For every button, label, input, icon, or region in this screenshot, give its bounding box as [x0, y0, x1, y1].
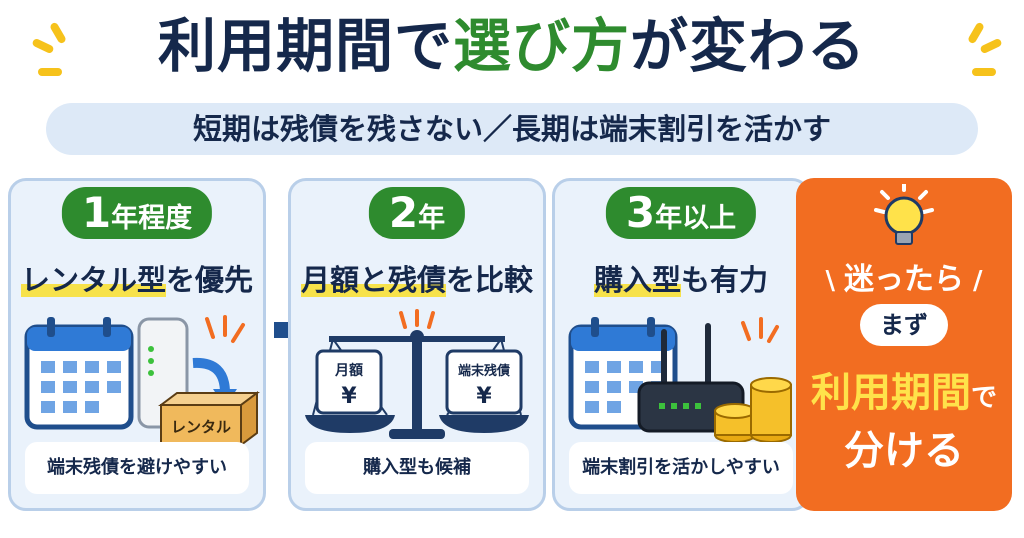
right-burst-icon — [946, 21, 1006, 82]
calendar-icon — [24, 317, 134, 430]
card-3-year: 3年以上 購入型も有力 — [552, 178, 810, 511]
duration-badge: 3年以上 — [605, 187, 757, 239]
page-title: 利用期間で選び方が変わる — [157, 12, 867, 80]
summary-line-4: 分ける — [844, 428, 964, 474]
card-2-year: 2年 月額と残債を比較 月額 ¥ 端末残債 ¥ — [288, 178, 546, 511]
card-heading: 月額と残債を比較 — [300, 263, 534, 297]
box-label: レンタル — [171, 418, 231, 436]
summary-card: \ 迷ったら / まず 利用期間で 分ける — [796, 178, 1012, 511]
card-footer: 端末残債を避けやすい — [25, 442, 249, 494]
balance-scale-illustration: 月額 ¥ 端末残債 ¥ — [305, 309, 529, 439]
svg-text:端末残債: 端末残債 — [458, 363, 510, 379]
monthly-fee-tag: 月額 ¥ — [315, 349, 383, 415]
sparkle-icon — [741, 317, 779, 343]
subtitle-banner: 短期は残債を残さない／長期は端末割引を活かす — [46, 103, 978, 155]
card-footer: 端末割引を活かしやすい — [569, 442, 793, 494]
sparkle-icon — [399, 309, 435, 329]
lightbulb-icon — [874, 184, 934, 245]
left-burst-icon — [28, 21, 88, 82]
summary-line-1: \ 迷ったら / — [825, 262, 983, 297]
balance-scale-icon — [305, 330, 529, 439]
rental-box-icon: レンタル — [158, 391, 260, 447]
svg-text:¥: ¥ — [476, 384, 492, 409]
card-footer: 購入型も候補 — [305, 442, 529, 494]
coin-stack-icon — [714, 377, 792, 443]
rental-illustration: レンタル — [24, 315, 260, 447]
purchase-illustration — [568, 317, 792, 443]
card-heading: 購入型も有力 — [593, 263, 769, 297]
summary-pill: まず — [860, 304, 948, 346]
card-1-year: 1年程度 レンタル型を優先 レンタル — [8, 178, 266, 511]
duration-badge: 2年 — [368, 187, 466, 239]
sparkle-icon — [205, 315, 245, 343]
svg-text:¥: ¥ — [341, 384, 357, 409]
card-heading: レンタル型を優先 — [20, 263, 254, 297]
svg-text:月額: 月額 — [334, 362, 363, 379]
summary-line-3: 利用期間で — [810, 370, 997, 416]
device-debt-tag: 端末残債 ¥ — [445, 349, 523, 415]
duration-badge: 1年程度 — [61, 187, 213, 239]
